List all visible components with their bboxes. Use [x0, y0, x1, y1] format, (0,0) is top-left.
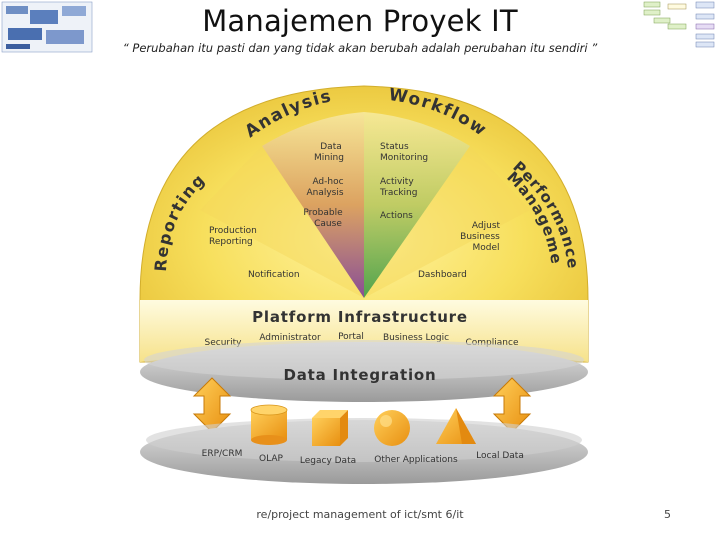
platform-item-portal: Portal	[338, 332, 364, 342]
pyramid-shape	[436, 408, 476, 444]
source-erp-crm: ERP/CRM	[202, 449, 243, 459]
label-actions: Actions	[380, 211, 413, 221]
platform-item-administrator: Administrator	[259, 333, 321, 343]
label-dashboard: Dashboard	[418, 270, 467, 280]
purple-fan-wedge	[262, 112, 364, 298]
source-local-data: Local Data	[476, 451, 524, 461]
page-number: 5	[664, 508, 671, 521]
platform-item-business-logic: Business Logic	[383, 333, 449, 343]
left-thumbnail-diagram	[1, 1, 93, 53]
platform-item-security: Security	[205, 338, 243, 348]
source-olap: OLAP	[259, 454, 283, 464]
green-fan-wedge	[364, 112, 470, 298]
cylinder-shape	[250, 404, 288, 445]
source-legacy-data: Legacy Data	[300, 456, 356, 466]
sphere-shape	[374, 410, 410, 446]
data-integration-label: Data Integration	[283, 366, 436, 384]
source-other-applications: Other Applications	[374, 455, 458, 465]
cube-shape	[312, 410, 348, 446]
platform-item-compliance: Compliance	[466, 338, 519, 348]
slide-subtitle: “ Perubahan itu pasti dan yang tidak aka…	[122, 41, 598, 55]
slide-title: Manajemen Proyek IT	[202, 4, 518, 38]
label-notification: Notification	[248, 270, 300, 280]
platform-title: Platform Infrastructure	[252, 308, 468, 326]
slide-footer: re/project management of ict/smt 6/it	[256, 508, 464, 521]
right-thumbnail-diagram	[643, 1, 715, 48]
